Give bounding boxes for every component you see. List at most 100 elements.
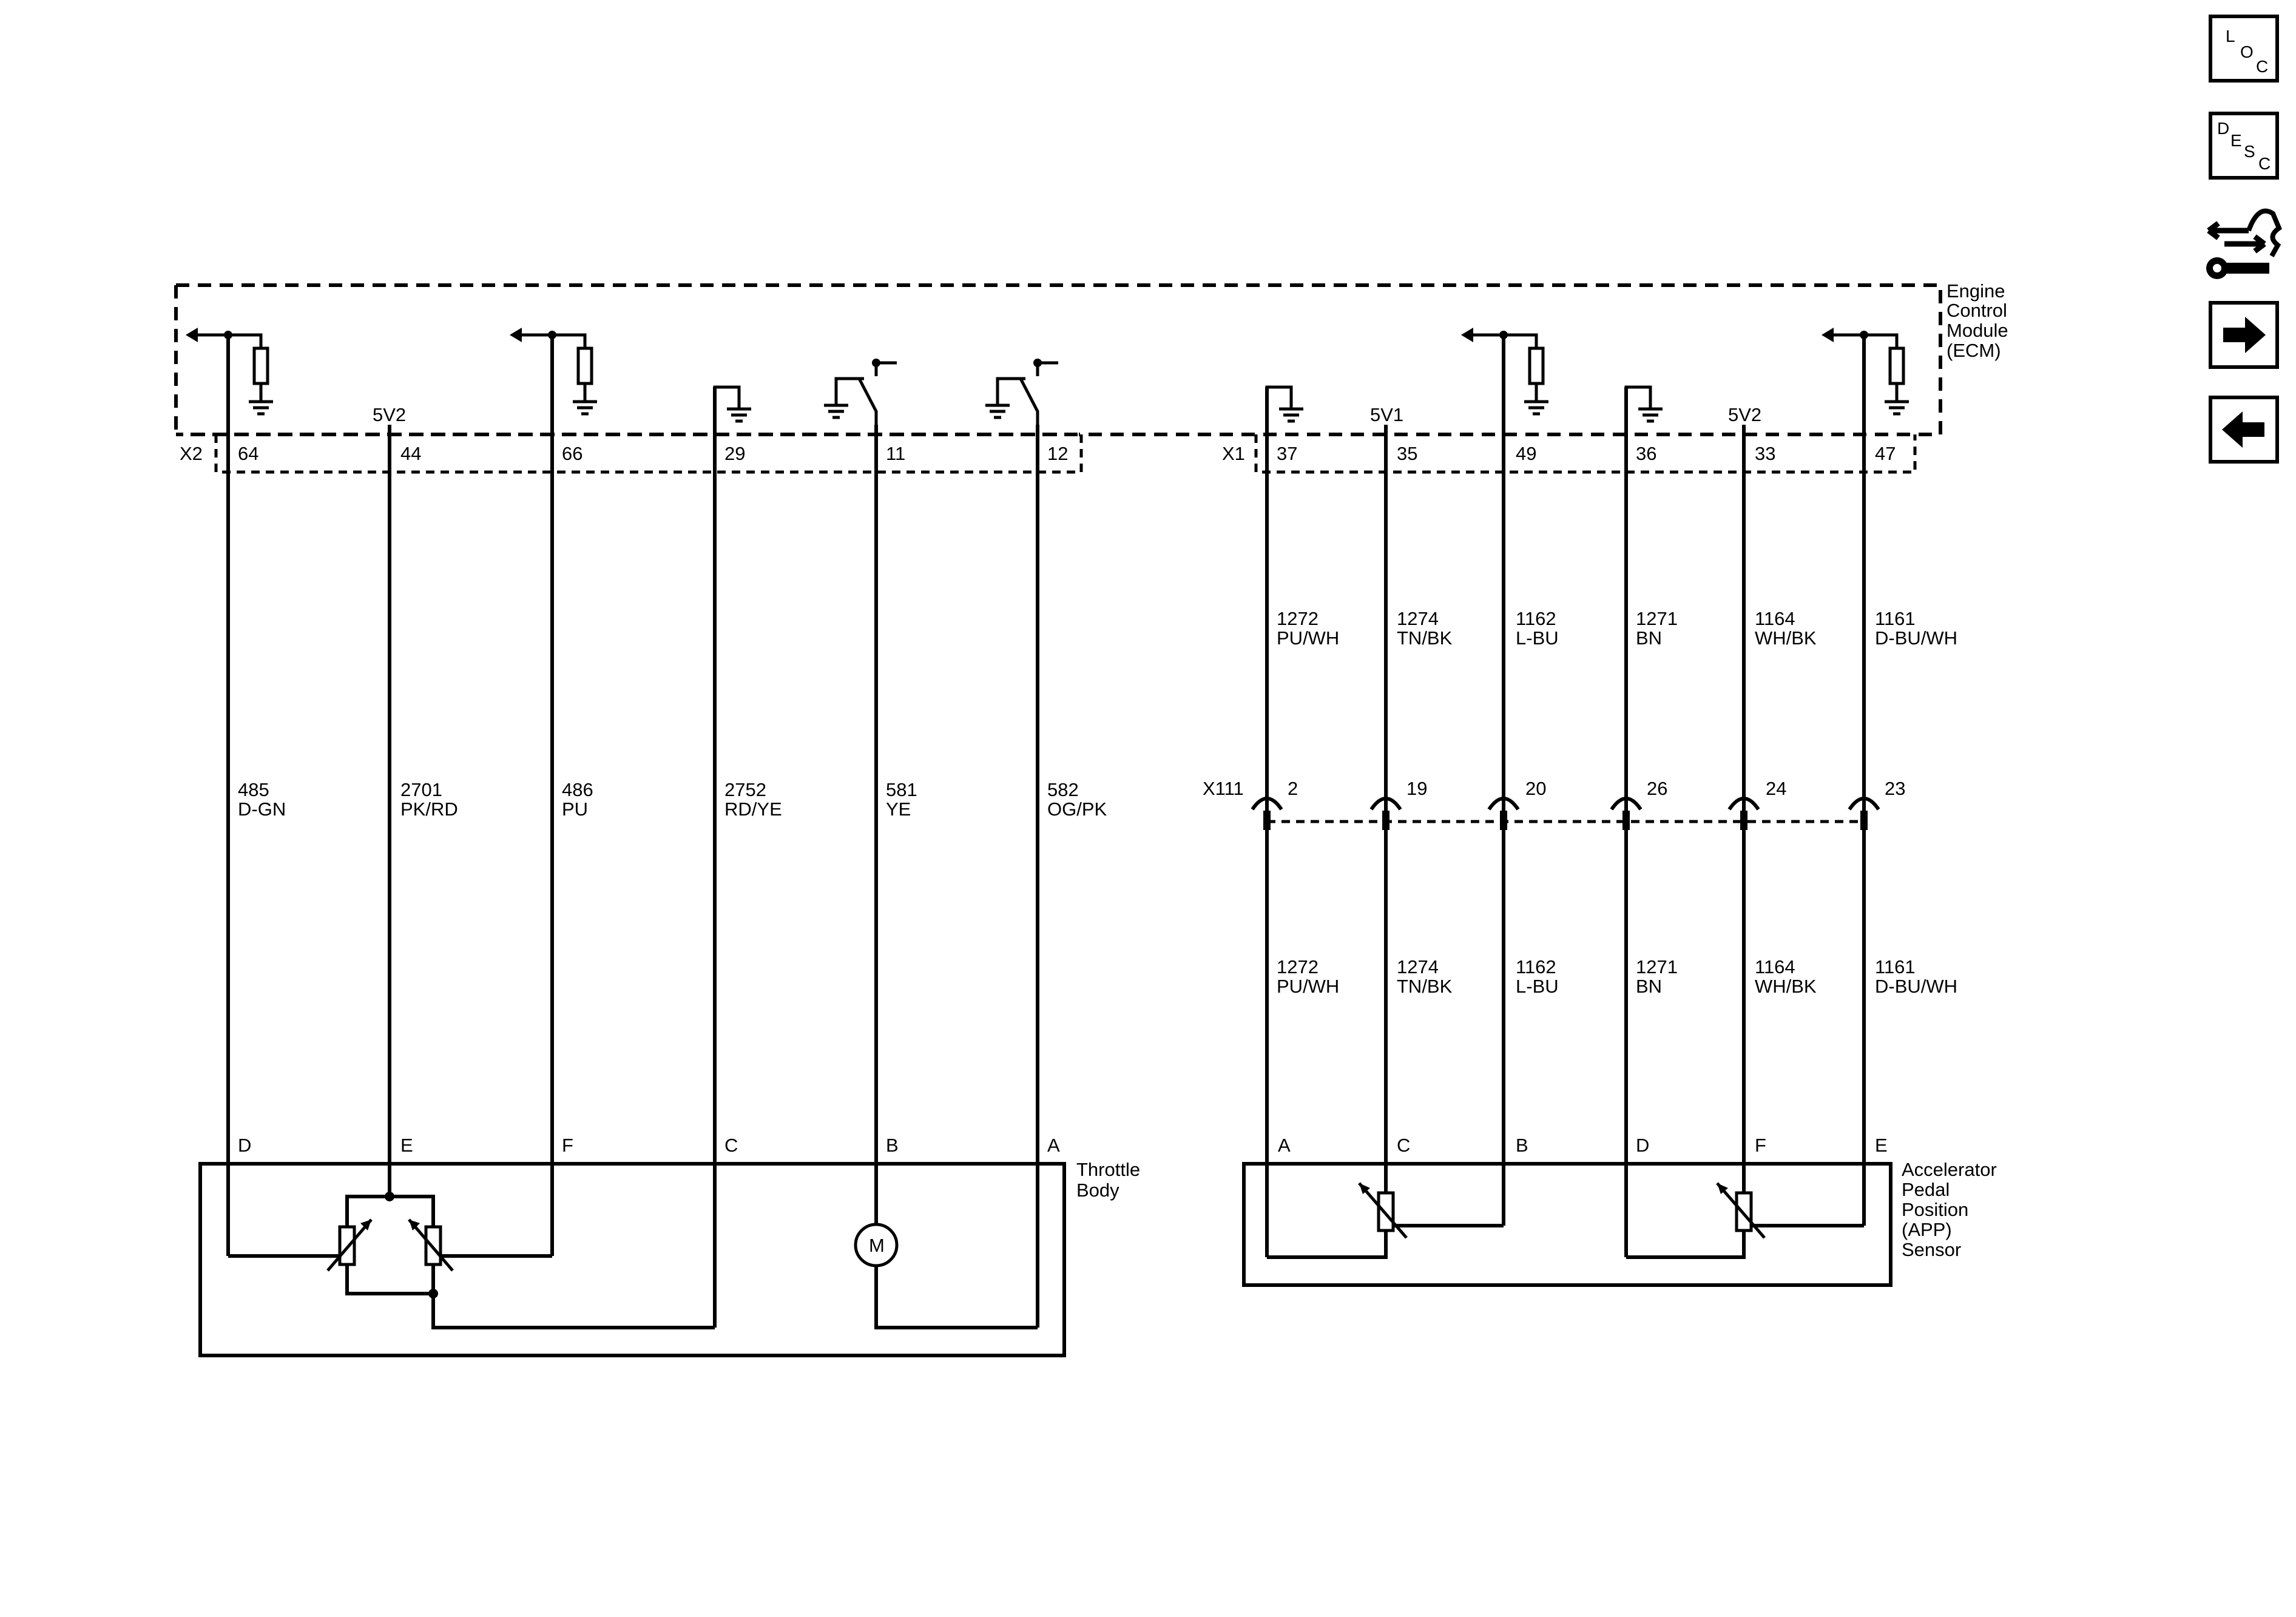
circuit-486: 486	[562, 779, 593, 800]
svg-text:WH/BK: WH/BK	[1755, 627, 1817, 649]
supply-5v1-35: 5V1	[1370, 404, 1403, 425]
svg-text:L-BU: L-BU	[1516, 976, 1559, 997]
x111-pin-23: 23	[1848, 778, 1905, 830]
desc-letter-e: E	[2230, 131, 2242, 150]
loc-letter-c: C	[2256, 57, 2269, 76]
x111-pin-2: 2	[1251, 778, 1298, 830]
terminal-d: D	[238, 1135, 251, 1156]
desc-letter-d: D	[2217, 119, 2230, 138]
terminal-f: F	[562, 1135, 573, 1156]
pin-49: 49	[1516, 443, 1536, 464]
circuit-2752: 2752	[724, 779, 766, 800]
svg-text:1162: 1162	[1516, 608, 1556, 629]
loc-letter-o: O	[2240, 42, 2254, 61]
x111-label: X111	[1203, 778, 1244, 799]
app-label-4: (APP)	[1902, 1219, 1952, 1240]
previous-page-button[interactable]	[2209, 396, 2279, 464]
ecm-driver-12	[985, 359, 1058, 425]
x111-connector: X111 2 19 20 26 24 2	[1203, 778, 1905, 830]
next-page-button[interactable]	[2209, 301, 2279, 369]
terminal-a: A	[1047, 1135, 1060, 1156]
svg-text:1161: 1161	[1875, 608, 1916, 629]
app-wire-labels-upper: 1272 PU/WH 1274 TN/BK 1162 L-BU 1271 BN …	[1277, 608, 1957, 649]
wiring-diagram: Engine Control Module (ECM) X2 X1 5V2 5V…	[174, 280, 2008, 1357]
x111-pin-20: 20	[1487, 778, 1546, 830]
svg-text:BN: BN	[1636, 976, 1662, 997]
svg-text:24: 24	[1766, 778, 1786, 799]
loc-letter-l: L	[2226, 27, 2235, 46]
svg-text:23: 23	[1885, 778, 1905, 799]
circuit-2701: 2701	[400, 779, 442, 800]
svg-text:BN: BN	[1636, 627, 1662, 649]
app-terminal-a: A	[1278, 1135, 1291, 1156]
svg-text:19: 19	[1406, 778, 1427, 799]
svg-text:1274: 1274	[1397, 956, 1439, 977]
description-button[interactable]: D E S C	[2209, 112, 2279, 180]
svg-text:PU/WH: PU/WH	[1277, 627, 1339, 649]
location-button[interactable]: L O C	[2209, 15, 2279, 83]
x111-pin-26: 26	[1610, 778, 1667, 830]
terminal-c: C	[724, 1135, 738, 1156]
svg-text:TN/BK: TN/BK	[1397, 627, 1453, 649]
app-terminal-d: D	[1636, 1135, 1649, 1156]
x111-pin-19: 19	[1369, 778, 1427, 830]
ecm-boundary	[174, 283, 1942, 436]
desc-letter-s: S	[2244, 142, 2255, 161]
x2-connector-label: X2	[180, 443, 203, 464]
svg-text:L-BU: L-BU	[1516, 627, 1559, 649]
svg-text:1272: 1272	[1277, 608, 1319, 629]
ecm-label: Engine Control Module (ECM)	[1947, 280, 2008, 361]
color-485: D-GN	[238, 798, 286, 820]
color-486: PU	[562, 798, 588, 820]
app-sensor: A C B D F E Accelerator Pedal Position (…	[1242, 1135, 1997, 1287]
arrow-right-icon	[2223, 317, 2266, 353]
app-label-1: Accelerator	[1902, 1159, 1997, 1180]
x1-connector-label: X1	[1222, 443, 1245, 464]
svg-text:D-BU/WH: D-BU/WH	[1875, 627, 1957, 649]
repair-tools-icon[interactable]	[2206, 200, 2284, 279]
app-wire-labels-lower: 1272 PU/WH 1274 TN/BK 1162 L-BU 1271 BN …	[1277, 956, 1957, 997]
x2-connector-block	[214, 434, 1083, 474]
terminal-e: E	[400, 1135, 413, 1156]
color-582: OG/PK	[1047, 798, 1107, 820]
pin-35: 35	[1397, 443, 1417, 464]
svg-text:2: 2	[1288, 778, 1298, 799]
desc-letter-c: C	[2258, 154, 2271, 173]
pin-33: 33	[1755, 443, 1775, 464]
x1-connector-block	[1254, 434, 1917, 474]
color-581: YE	[886, 798, 911, 820]
svg-text:1164: 1164	[1755, 608, 1795, 629]
app-terminal-e: E	[1875, 1135, 1888, 1156]
color-2752: RD/YE	[724, 798, 782, 820]
svg-text:26: 26	[1647, 778, 1667, 799]
svg-text:20: 20	[1525, 778, 1546, 799]
ecm-ground-36	[1626, 387, 1663, 425]
arrow-left-icon	[2222, 411, 2264, 448]
svg-text:Module: Module	[1947, 320, 2008, 341]
pin-36: 36	[1636, 443, 1656, 464]
circuit-582: 582	[1047, 779, 1079, 800]
svg-text:(ECM): (ECM)	[1947, 340, 2001, 361]
pin-66: 66	[562, 443, 582, 464]
app-terminal-b: B	[1516, 1135, 1528, 1156]
svg-text:1161: 1161	[1875, 956, 1916, 977]
svg-text:D-BU/WH: D-BU/WH	[1875, 976, 1957, 997]
pin-29: 29	[724, 443, 745, 464]
x111-pin-24: 24	[1727, 778, 1786, 830]
supply-5v2-33: 5V2	[1728, 404, 1761, 425]
svg-text:1271: 1271	[1636, 608, 1678, 629]
svg-text:TN/BK: TN/BK	[1397, 976, 1453, 997]
svg-text:1271: 1271	[1636, 956, 1678, 977]
throttle-body: D E F C B A Throttle Body M	[198, 1135, 1140, 1357]
throttle-body-label-1: Throttle	[1076, 1159, 1140, 1180]
app-terminal-c: C	[1397, 1135, 1410, 1156]
pin-12: 12	[1047, 443, 1068, 464]
pin-47: 47	[1875, 443, 1896, 464]
supply-5v2-44: 5V2	[373, 404, 406, 425]
app-label-5: Sensor	[1902, 1239, 1961, 1260]
svg-text:1162: 1162	[1516, 956, 1556, 977]
app-label-2: Pedal	[1902, 1179, 1950, 1200]
app-terminal-f: F	[1755, 1135, 1766, 1156]
ecm-ground-29	[715, 387, 751, 425]
ecm-ground-37	[1267, 387, 1303, 425]
